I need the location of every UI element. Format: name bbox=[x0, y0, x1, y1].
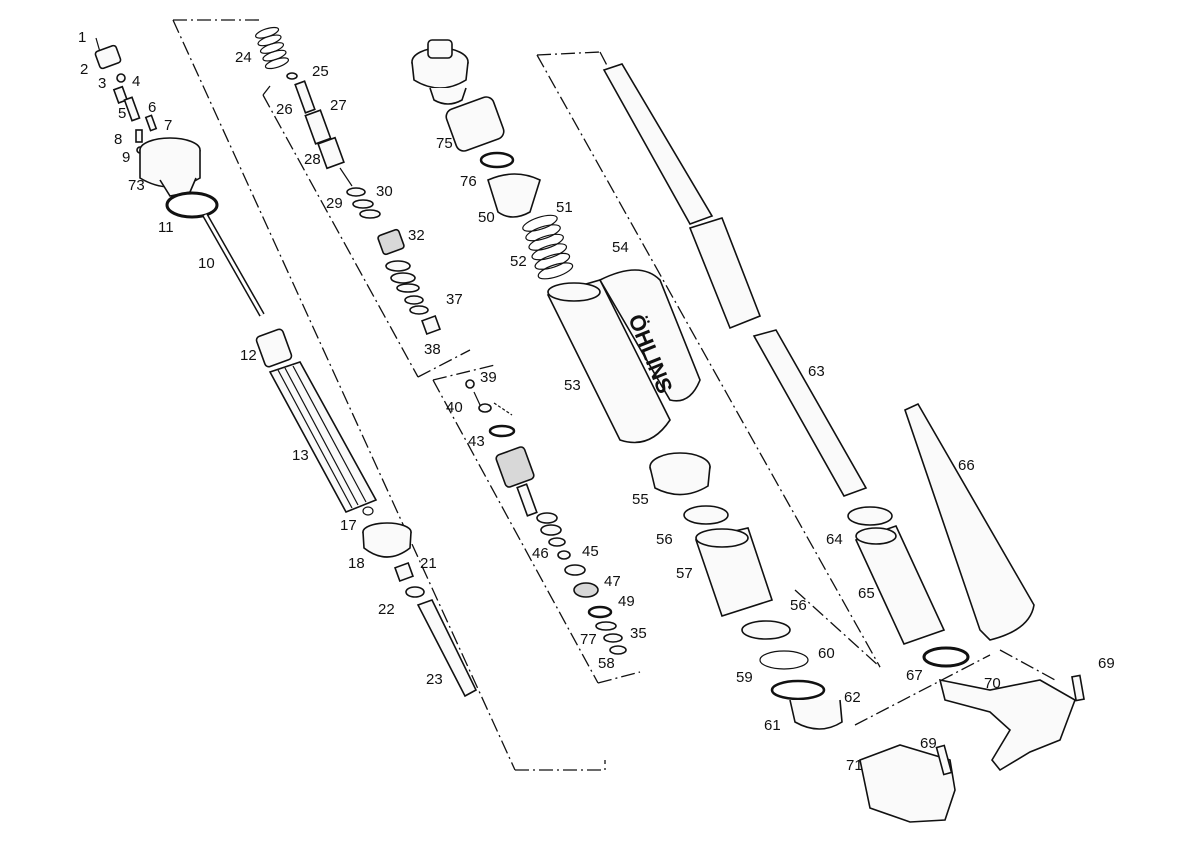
part-label-65: 65 bbox=[858, 585, 875, 602]
part-label-69b: 69 bbox=[920, 735, 937, 752]
part-label-37: 37 bbox=[446, 291, 463, 308]
part-label-63: 63 bbox=[808, 363, 825, 380]
part-label-38: 38 bbox=[424, 341, 441, 358]
part-label-77: 77 bbox=[580, 631, 597, 648]
part-label-50: 50 bbox=[478, 209, 495, 226]
part-label-7: 7 bbox=[164, 117, 172, 134]
part-label-75: 75 bbox=[436, 135, 453, 152]
part-label-3: 3 bbox=[98, 75, 106, 92]
part-label-66: 66 bbox=[958, 457, 975, 474]
part-number-labels: 1 2 3 4 5 6 7 8 9 73 11 10 12 13 17 18 2… bbox=[78, 29, 1115, 774]
part-label-59: 59 bbox=[736, 669, 753, 686]
part-label-60: 60 bbox=[818, 645, 835, 662]
part-label-32: 32 bbox=[408, 227, 425, 244]
part-label-18: 18 bbox=[348, 555, 365, 572]
part-label-47: 47 bbox=[604, 573, 621, 590]
part-label-26: 26 bbox=[276, 101, 293, 118]
part-label-28: 28 bbox=[304, 151, 321, 168]
part-label-57: 57 bbox=[676, 565, 693, 582]
part-label-53: 53 bbox=[564, 377, 581, 394]
part-label-43: 43 bbox=[468, 433, 485, 450]
part-label-8: 8 bbox=[114, 131, 122, 148]
part-label-22: 22 bbox=[378, 601, 395, 618]
left-column-parts bbox=[94, 37, 478, 698]
part-label-11: 11 bbox=[158, 219, 174, 236]
part-label-13: 13 bbox=[292, 447, 309, 464]
inner-top-column-parts bbox=[254, 26, 441, 335]
part-label-40: 40 bbox=[446, 399, 463, 416]
part-label-25: 25 bbox=[312, 63, 329, 80]
inner-middle-column-parts bbox=[465, 379, 627, 655]
part-label-64: 64 bbox=[826, 531, 843, 548]
part-label-76: 76 bbox=[460, 173, 477, 190]
part-label-55: 55 bbox=[632, 491, 649, 508]
center-column-parts: ÖHLINS bbox=[411, 39, 843, 730]
part-label-29: 29 bbox=[326, 195, 343, 212]
part-label-27: 27 bbox=[330, 97, 347, 114]
part-label-56b: 56 bbox=[790, 597, 807, 614]
part-label-46: 46 bbox=[532, 545, 549, 562]
part-label-12: 12 bbox=[240, 347, 257, 364]
assembly-boundaries bbox=[172, 19, 1056, 771]
part-label-69a: 69 bbox=[1098, 655, 1115, 672]
part-label-70: 70 bbox=[984, 675, 1001, 692]
part-label-45: 45 bbox=[582, 543, 599, 560]
part-label-39: 39 bbox=[480, 369, 497, 386]
part-label-73: 73 bbox=[128, 177, 145, 194]
part-label-21: 21 bbox=[420, 555, 437, 572]
part-label-67: 67 bbox=[906, 667, 923, 684]
part-label-2: 2 bbox=[80, 61, 88, 78]
part-label-23: 23 bbox=[426, 671, 443, 688]
part-label-5: 5 bbox=[118, 105, 126, 122]
part-label-24: 24 bbox=[235, 49, 252, 66]
part-label-61: 61 bbox=[764, 717, 781, 734]
part-label-51: 51 bbox=[556, 199, 573, 216]
part-label-49: 49 bbox=[618, 593, 635, 610]
part-label-30: 30 bbox=[376, 183, 393, 200]
part-label-17: 17 bbox=[340, 517, 357, 534]
part-label-6: 6 bbox=[148, 99, 156, 116]
part-label-62: 62 bbox=[844, 689, 861, 706]
part-label-1: 1 bbox=[78, 29, 86, 46]
right-column-parts bbox=[602, 63, 1085, 823]
part-label-9: 9 bbox=[122, 149, 130, 166]
part-label-54: 54 bbox=[612, 239, 629, 256]
part-label-52: 52 bbox=[510, 253, 527, 270]
part-label-35: 35 bbox=[630, 625, 647, 642]
part-label-56a: 56 bbox=[656, 531, 673, 548]
part-label-4: 4 bbox=[132, 73, 140, 90]
part-label-58: 58 bbox=[598, 655, 615, 672]
part-label-10: 10 bbox=[198, 255, 215, 272]
part-label-71: 71 bbox=[846, 757, 863, 774]
